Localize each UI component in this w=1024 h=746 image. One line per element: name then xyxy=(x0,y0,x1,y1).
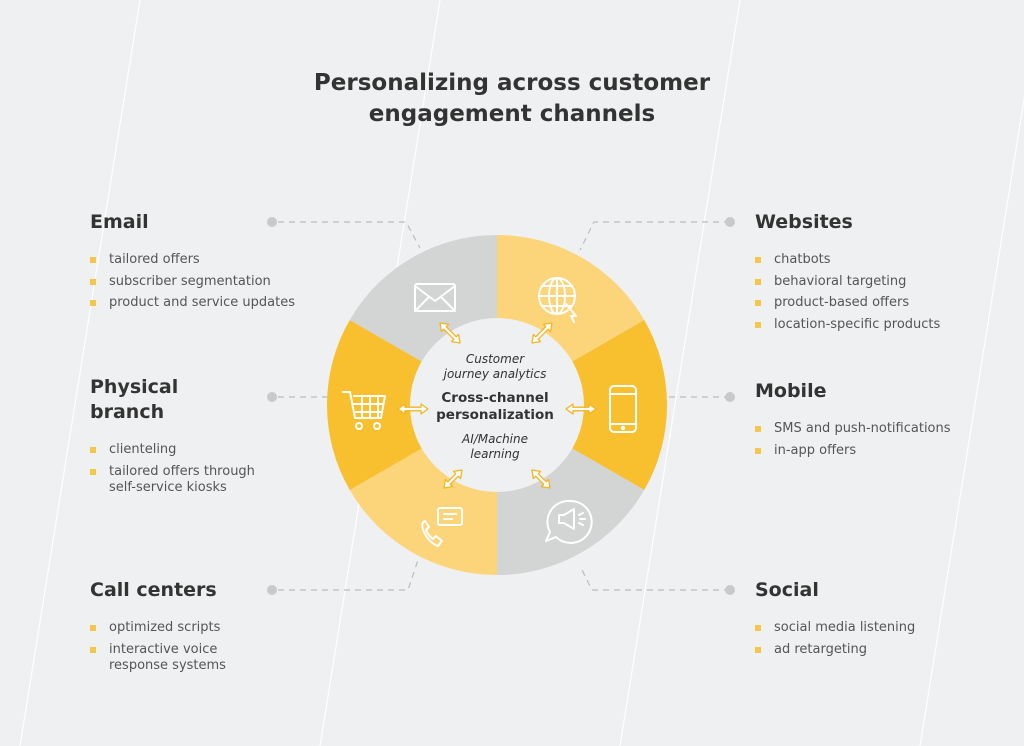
channel-physical-branch: Physical branch clienteling tailored offers… xyxy=(90,375,255,502)
bullet-item: SMS and push-notifications xyxy=(755,421,951,438)
channel-title-line: branch xyxy=(90,401,165,423)
connector-websites xyxy=(579,221,730,251)
center-line: journey analytics xyxy=(443,367,547,381)
bullet-item: behavioral targeting xyxy=(755,274,940,291)
channel-bullet-list: optimized scripts interactive voice respo… xyxy=(90,620,226,675)
channel-title: Social xyxy=(755,578,915,603)
center-label-ai-ml: AI/Machine learning xyxy=(420,432,570,462)
bullet-item: clienteling xyxy=(90,442,255,459)
background-line xyxy=(919,95,1024,746)
channel-title-line: Physical xyxy=(90,376,179,398)
center-line: learning xyxy=(470,447,520,461)
bullet-item: social media listening xyxy=(755,620,915,637)
channel-social: Social social media listening ad retargeti… xyxy=(755,578,915,663)
title-line: Personalizing across customer xyxy=(313,70,711,96)
channel-call-centers: Call centers optimized scripts interactive… xyxy=(90,578,226,680)
bullet-item: subscriber segmentation xyxy=(90,274,295,291)
title-line: engagement channels xyxy=(368,101,656,127)
connector-dot-call-centers xyxy=(267,585,277,595)
channel-bullet-list: clienteling tailored offers through self-… xyxy=(90,442,255,497)
globe-icon xyxy=(538,277,577,323)
channel-title-line: Social xyxy=(755,579,819,601)
arrow-physical-branch xyxy=(397,403,429,415)
bullet-item: in-app offers xyxy=(755,443,951,460)
connector-dot-email xyxy=(267,217,277,227)
arrow-social xyxy=(531,469,551,489)
arrow-call-centers xyxy=(443,469,463,489)
bullet-item: tailored offers through self-service kio… xyxy=(90,464,255,497)
channel-title: Mobile xyxy=(755,379,951,404)
connector-dot-physical-branch xyxy=(267,392,277,402)
connector-email xyxy=(278,221,421,249)
connector-dot-social xyxy=(725,585,735,595)
bullet-item: chatbots xyxy=(755,252,940,269)
bullet-item: tailored offers xyxy=(90,252,295,269)
channel-title-line: Call centers xyxy=(90,579,217,601)
megaphone-chat-icon xyxy=(545,499,593,544)
smartphone-icon xyxy=(609,385,637,433)
channel-title: Call centers xyxy=(90,578,226,603)
channel-title: Physical branch xyxy=(90,375,255,425)
channel-bullet-list: tailored offers subscriber segmentation pr… xyxy=(90,252,295,312)
bullet-item: interactive voice response systems xyxy=(90,642,226,675)
page-title: Personalizing across customer engagement… xyxy=(262,68,762,130)
center-line: AI/Machine xyxy=(461,432,529,446)
connector-dot-mobile xyxy=(725,392,735,402)
channel-title-line: Mobile xyxy=(755,380,827,402)
channel-bullet-list: SMS and push-notifications in-app offers xyxy=(755,421,951,459)
channel-bullet-list: chatbots behavioral targeting product-base… xyxy=(755,252,940,333)
connector-call-centers xyxy=(278,559,419,591)
background-line xyxy=(619,0,741,746)
center-line: Cross-channel xyxy=(441,390,549,406)
arrow-email xyxy=(439,322,461,344)
envelope-icon xyxy=(414,283,456,312)
connector-social xyxy=(579,565,730,591)
channel-title: Email xyxy=(90,210,295,235)
center-circle xyxy=(410,318,584,492)
center-line: Customer xyxy=(465,352,525,366)
arrow-websites xyxy=(531,322,553,344)
channel-title-line: Email xyxy=(90,211,149,233)
center-line: personalization xyxy=(436,407,554,423)
phone-chat-icon xyxy=(421,507,463,547)
bullet-item: product-based offers xyxy=(755,295,940,312)
shopping-cart-icon xyxy=(342,391,386,430)
channel-email: Email tailored offers subscriber segmentat… xyxy=(90,210,295,317)
center-label-cross-channel: Cross-channel personalization xyxy=(420,390,570,424)
channel-title-line: Websites xyxy=(755,211,853,233)
bullet-item: ad retargeting xyxy=(755,642,915,659)
channel-title: Websites xyxy=(755,210,940,235)
arrow-mobile xyxy=(565,403,597,415)
center-label-journey-analytics: Customer journey analytics xyxy=(420,352,570,382)
bullet-item: location-specific products xyxy=(755,317,940,334)
bullet-item: product and service updates xyxy=(90,295,295,312)
bullet-item: optimized scripts xyxy=(90,620,226,637)
connector-dot-websites xyxy=(725,217,735,227)
channel-bullet-list: social media listening ad retargeting xyxy=(755,620,915,658)
channel-websites: Websites chatbots behavioral targeting prod… xyxy=(755,210,940,338)
background-line xyxy=(19,0,141,746)
